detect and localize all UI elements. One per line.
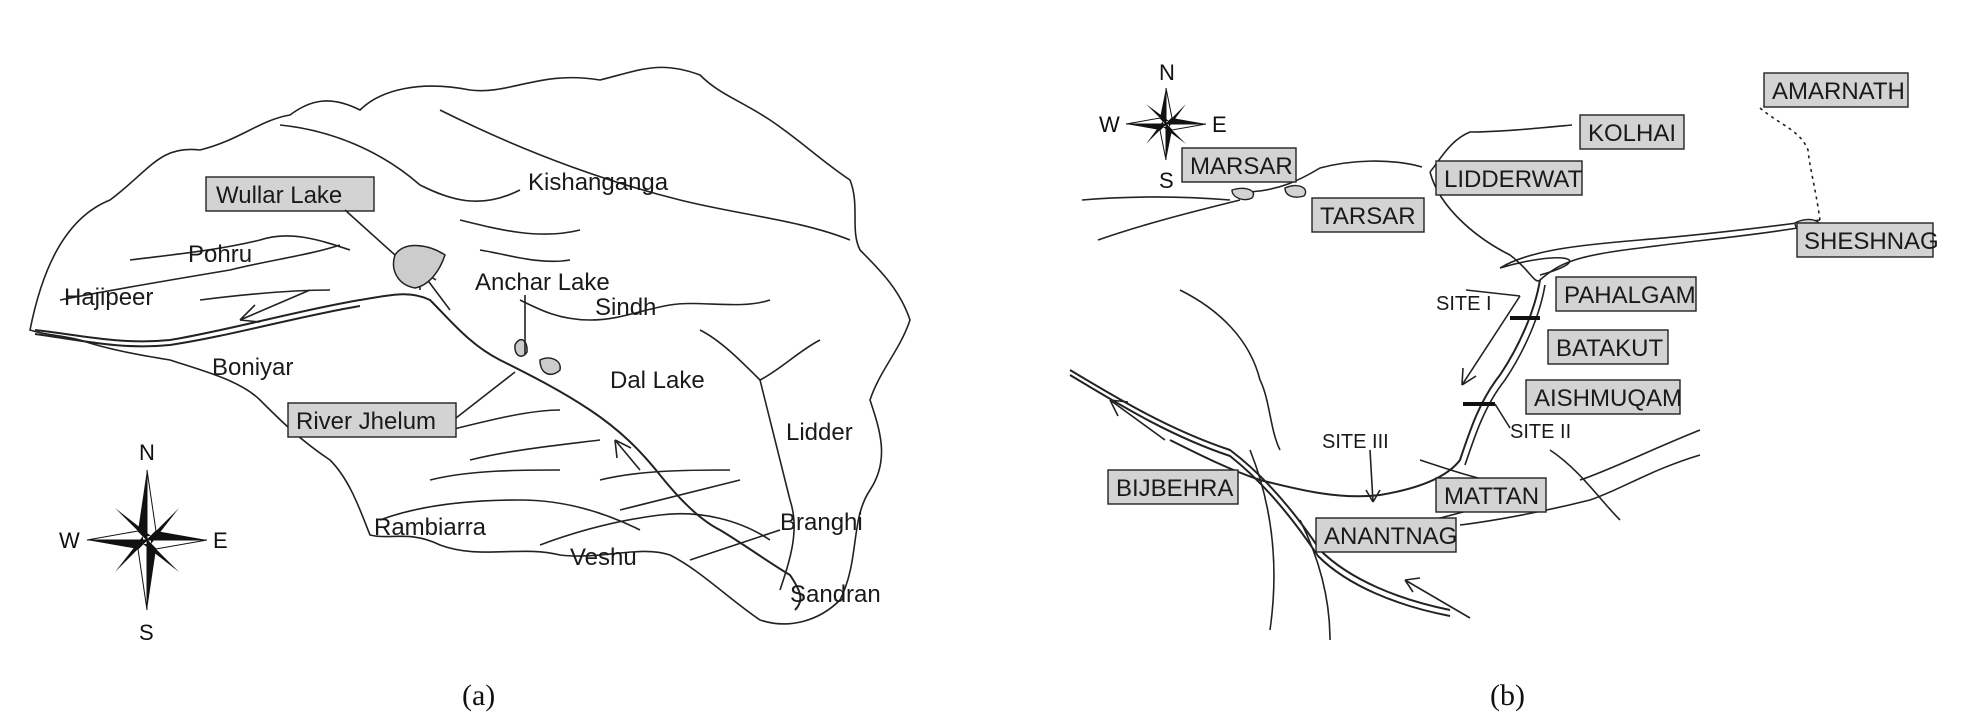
label-rambiarra: Rambiarra <box>374 514 487 541</box>
label-hajipeer: Hajipeer <box>64 284 153 311</box>
svg-text:MATTAN: MATTAN <box>1444 483 1539 510</box>
compass-a: N S E W <box>59 440 228 645</box>
svg-text:Wullar Lake: Wullar Lake <box>216 182 342 209</box>
panel-a-labels: Kishanganga Pohru Hajipeer Boniyar Ancha… <box>64 169 881 608</box>
compass-b-s: S <box>1159 168 1174 193</box>
box-mattan: MATTAN <box>1435 477 1547 513</box>
svg-text:TARSAR: TARSAR <box>1320 203 1416 230</box>
box-wullar-lake: Wullar Lake <box>205 176 375 212</box>
box-tarsar: TARSAR <box>1311 197 1425 233</box>
label-branghi: Branghi <box>780 509 863 536</box>
label-sindh: Sindh <box>595 294 656 321</box>
label-boniyar: Boniyar <box>212 354 293 381</box>
jhelum-river <box>34 293 802 611</box>
compass-a-e: E <box>213 528 228 553</box>
svg-text:KOLHAI: KOLHAI <box>1588 120 1676 147</box>
box-aishmuqam: AISHMUQAM <box>1525 379 1682 415</box>
caption-b: (b) <box>1490 679 1525 712</box>
svg-text:AISHMUQAM: AISHMUQAM <box>1534 385 1682 412</box>
box-sheshnag: SHESHNAG <box>1796 222 1939 258</box>
svg-text:BIJBEHRA: BIJBEHRA <box>1116 475 1233 502</box>
label-site2: SITE II <box>1510 421 1571 443</box>
compass-a-w: W <box>59 528 80 553</box>
svg-text:PAHALGAM: PAHALGAM <box>1564 282 1696 309</box>
label-lidder: Lidder <box>786 419 853 446</box>
label-site1: SITE I <box>1436 293 1492 315</box>
label-anchar-lake: Anchar Lake <box>475 269 610 296</box>
compass-a-s: S <box>139 620 154 645</box>
box-pahalgam: PAHALGAM <box>1555 276 1697 312</box>
compass-b-w: W <box>1099 112 1120 137</box>
box-amarnath: AMARNATH <box>1763 72 1909 108</box>
box-anantnag: ANANTNAG <box>1315 517 1457 553</box>
svg-text:LIDDERWAT: LIDDERWAT <box>1444 166 1583 193</box>
box-marsar: MARSAR <box>1181 147 1297 183</box>
box-bijbehra: BIJBEHRA <box>1107 469 1239 505</box>
svg-text:BATAKUT: BATAKUT <box>1556 335 1663 362</box>
svg-text:ANANTNAG: ANANTNAG <box>1324 523 1457 550</box>
box-batakut: BATAKUT <box>1547 329 1669 365</box>
box-lidderwat: LIDDERWAT <box>1435 160 1583 196</box>
compass-b-n: N <box>1159 60 1175 85</box>
wullar-lake-shape <box>392 244 446 289</box>
svg-text:AMARNATH: AMARNATH <box>1772 78 1905 105</box>
label-kishanganga: Kishanganga <box>528 169 669 196</box>
compass-b-e: E <box>1212 112 1227 137</box>
label-site3: SITE III <box>1322 431 1389 453</box>
box-kolhai: KOLHAI <box>1579 114 1685 150</box>
compass-a-n: N <box>139 440 155 465</box>
svg-text:River Jhelum: River Jhelum <box>296 408 436 435</box>
panel-b-labels: AMARNATH KOLHAI MARSAR LIDDERWAT TARSAR … <box>1107 72 1939 553</box>
label-veshu: Veshu <box>570 544 637 571</box>
panel-a-map <box>29 66 911 625</box>
label-dal-lake: Dal Lake <box>610 367 705 394</box>
svg-text:SHESHNAG: SHESHNAG <box>1804 228 1939 255</box>
box-river-jhelum: River Jhelum <box>287 402 457 438</box>
catchment-boundary <box>29 66 911 625</box>
label-pohru: Pohru <box>188 241 252 268</box>
svg-text:MARSAR: MARSAR <box>1190 153 1293 180</box>
panel-b-map <box>1069 107 1822 641</box>
label-sandran: Sandran <box>790 581 881 608</box>
caption-a: (a) <box>462 679 495 712</box>
compass-b: N S E W <box>1099 60 1227 193</box>
